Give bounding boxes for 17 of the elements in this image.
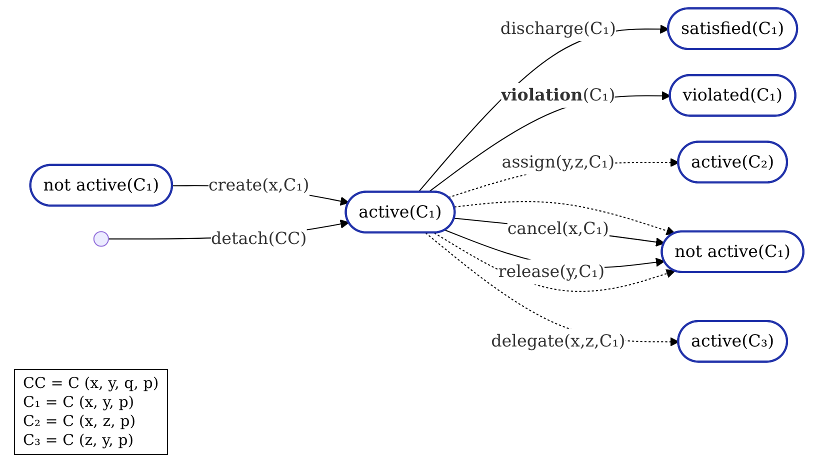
arrow xyxy=(454,201,675,236)
edge-label: assign(y,z,C₁) xyxy=(501,152,614,172)
definition-text: CC = C (x, y, q, p) xyxy=(23,374,159,393)
edge-label: detach(CC) xyxy=(210,228,306,248)
edge-label: create(x,C₁) xyxy=(208,174,309,195)
definition-text: C₁ = C (x, y, p) xyxy=(23,393,136,412)
definition-text: C₃ = C (z, y, p) xyxy=(23,431,135,450)
edge-label: discharge(C₁) xyxy=(500,18,616,38)
edge-label: cancel(x,C₁) xyxy=(506,218,609,238)
arrow xyxy=(417,24,669,193)
arrow xyxy=(424,232,679,346)
edge-label: delegate(x,z,C₁) xyxy=(490,330,625,351)
edge-label: release(y,C₁) xyxy=(498,262,604,282)
arrow xyxy=(428,91,670,193)
definition-text: C₂ = C (x, z, p) xyxy=(23,412,137,431)
edge-label: violation(C₁) xyxy=(500,84,615,105)
state-diagram: create(x,C₁) detach(CC) discharge(C₁) violation(C₁) assign(y,z,C₁) cancel(x,C₁) release(y,C₁) delegate(x,z,C₁) satisfied(C₁) violated(C₁) active(C₂) not active(C₁) active(C₁) not active(C₁) active(C₃) xyxy=(22,0,812,370)
